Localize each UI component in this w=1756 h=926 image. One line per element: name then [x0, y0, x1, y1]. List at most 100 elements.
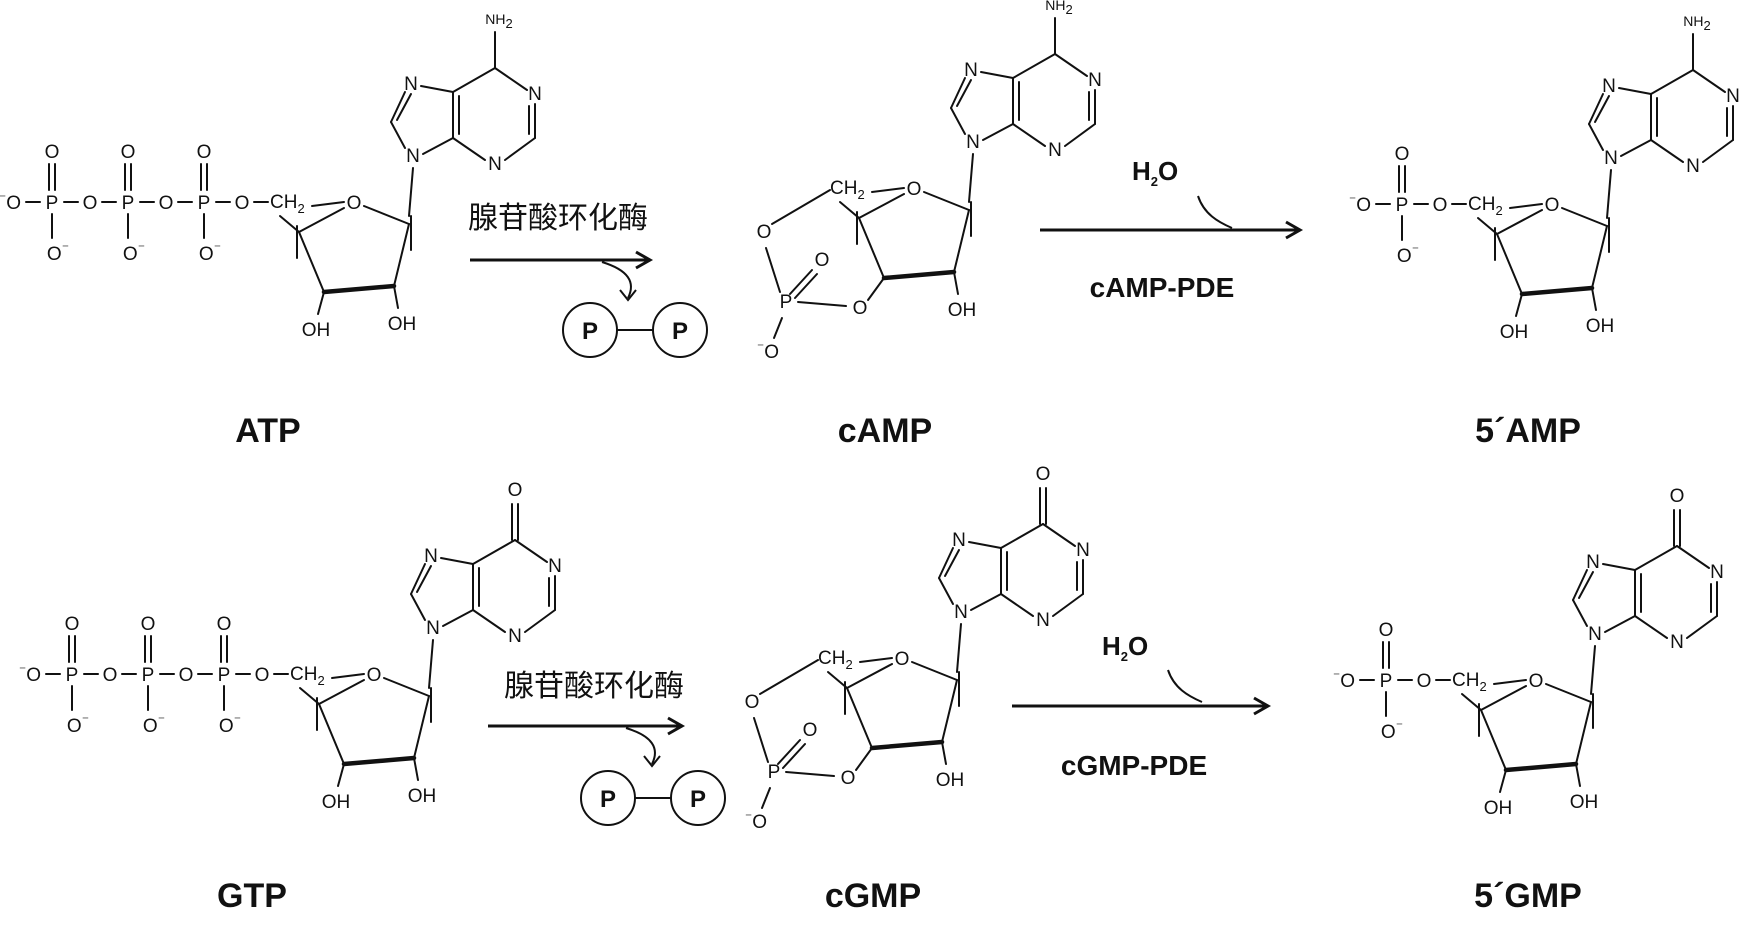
label-gtp: GTP: [217, 877, 287, 915]
svg-text:N: N: [954, 602, 968, 623]
svg-text:N: N: [508, 626, 522, 647]
label-cgmp: cGMP: [825, 877, 921, 915]
pyrophosphate-p2-bottom: P: [690, 786, 706, 813]
svg-text:O: O: [757, 222, 772, 243]
svg-text:O: O: [367, 665, 382, 686]
svg-text:OH: OH: [388, 314, 417, 335]
svg-text:O: O: [141, 614, 156, 635]
svg-text:O: O: [235, 193, 250, 214]
svg-text:OH: OH: [302, 320, 331, 341]
svg-text:P: P: [122, 193, 135, 214]
svg-text:P: P: [1396, 195, 1409, 216]
svg-text:O: O: [347, 193, 362, 214]
label-atp: ATP: [235, 412, 300, 450]
svg-text:⁻O: ⁻O: [1333, 668, 1355, 692]
label-camp: cAMP: [838, 412, 932, 450]
svg-text:N: N: [1686, 156, 1700, 177]
pyrophosphate-p1-bottom: P: [600, 786, 616, 813]
svg-text:O⁻: O⁻: [219, 712, 241, 737]
svg-text:P: P: [66, 665, 79, 686]
enzyme-camp-pde: cAMP-PDE: [1090, 272, 1235, 303]
svg-text:O: O: [103, 665, 118, 686]
svg-text:N: N: [426, 618, 440, 639]
svg-text:O: O: [853, 298, 868, 319]
svg-text:CH2: CH2: [818, 648, 853, 672]
svg-text:N: N: [1588, 624, 1602, 645]
water-bottom: H2O: [1102, 631, 1148, 664]
reaction-arrow-cyclase-top: 腺苷酸环化酶: [468, 201, 654, 302]
svg-text:OH: OH: [408, 786, 437, 807]
svg-text:P: P: [198, 193, 211, 214]
svg-text:OH: OH: [1586, 316, 1615, 337]
svg-text:O: O: [1036, 464, 1051, 485]
enzyme-cgmp-pde: cGMP-PDE: [1061, 750, 1207, 781]
svg-text:N: N: [488, 154, 502, 175]
svg-text:OH: OH: [1484, 798, 1513, 819]
svg-text:O: O: [121, 142, 136, 163]
svg-text:O: O: [815, 250, 830, 271]
svg-text:NH2: NH2: [1045, 0, 1072, 17]
svg-text:O: O: [1545, 195, 1560, 216]
svg-text:O⁻: O⁻: [1381, 718, 1403, 743]
enzyme-adenylate-cyclase-bottom: 腺苷酸环化酶: [504, 669, 684, 704]
svg-text:P: P: [142, 665, 155, 686]
svg-text:N: N: [1036, 610, 1050, 631]
svg-text:O: O: [83, 193, 98, 214]
svg-text:O: O: [179, 665, 194, 686]
svg-text:P: P: [218, 665, 231, 686]
svg-text:O: O: [1433, 195, 1448, 216]
svg-text:O⁻: O⁻: [123, 240, 145, 265]
svg-text:N: N: [1088, 70, 1102, 91]
svg-text:O: O: [895, 649, 910, 670]
svg-text:⁻O: ⁻O: [745, 809, 767, 833]
svg-text:OH: OH: [948, 300, 977, 321]
svg-text:NH2: NH2: [485, 11, 512, 31]
svg-text:O: O: [508, 480, 523, 501]
pyrophosphate-top: P P: [562, 302, 708, 358]
pyrophosphate-bottom: P P: [580, 770, 726, 826]
svg-text:⁻O: ⁻O: [19, 662, 41, 686]
svg-text:O: O: [1670, 486, 1685, 507]
svg-text:O: O: [745, 692, 760, 713]
svg-text:O⁻: O⁻: [47, 240, 69, 265]
svg-text:O: O: [159, 193, 174, 214]
svg-text:N: N: [1586, 552, 1600, 573]
svg-text:CH2: CH2: [1452, 670, 1487, 694]
reaction-arrow-cyclase-bottom: 腺苷酸环化酶: [488, 669, 686, 768]
svg-text:N: N: [1710, 562, 1724, 583]
svg-text:O⁻: O⁻: [67, 712, 89, 737]
reaction-arrow-pde-bottom: H2O cGMP-PDE: [1012, 631, 1272, 781]
svg-text:O: O: [217, 614, 232, 635]
svg-text:⁻O: ⁻O: [757, 339, 779, 363]
svg-text:N: N: [406, 146, 420, 167]
svg-text:O: O: [1417, 671, 1432, 692]
svg-text:⁻O: ⁻O: [1349, 192, 1371, 216]
svg-text:N: N: [1604, 148, 1618, 169]
svg-text:OH: OH: [1570, 792, 1599, 813]
label-5-gmp: 5´GMP: [1474, 877, 1582, 915]
svg-text:N: N: [964, 60, 978, 81]
svg-text:P: P: [780, 292, 793, 313]
svg-text:N: N: [966, 132, 980, 153]
svg-text:⁻O: ⁻O: [0, 190, 21, 214]
svg-text:O: O: [803, 720, 818, 741]
svg-text:O: O: [45, 142, 60, 163]
label-5-amp: 5´AMP: [1475, 412, 1581, 450]
svg-text:N: N: [1048, 140, 1062, 161]
svg-text:O: O: [255, 665, 270, 686]
svg-text:CH2: CH2: [1468, 194, 1503, 218]
svg-text:O: O: [1395, 144, 1410, 165]
svg-text:O: O: [907, 179, 922, 200]
svg-text:O: O: [841, 768, 856, 789]
svg-text:N: N: [404, 74, 418, 95]
svg-text:O⁻: O⁻: [1397, 242, 1419, 267]
svg-text:N: N: [548, 556, 562, 577]
svg-text:N: N: [528, 84, 542, 105]
